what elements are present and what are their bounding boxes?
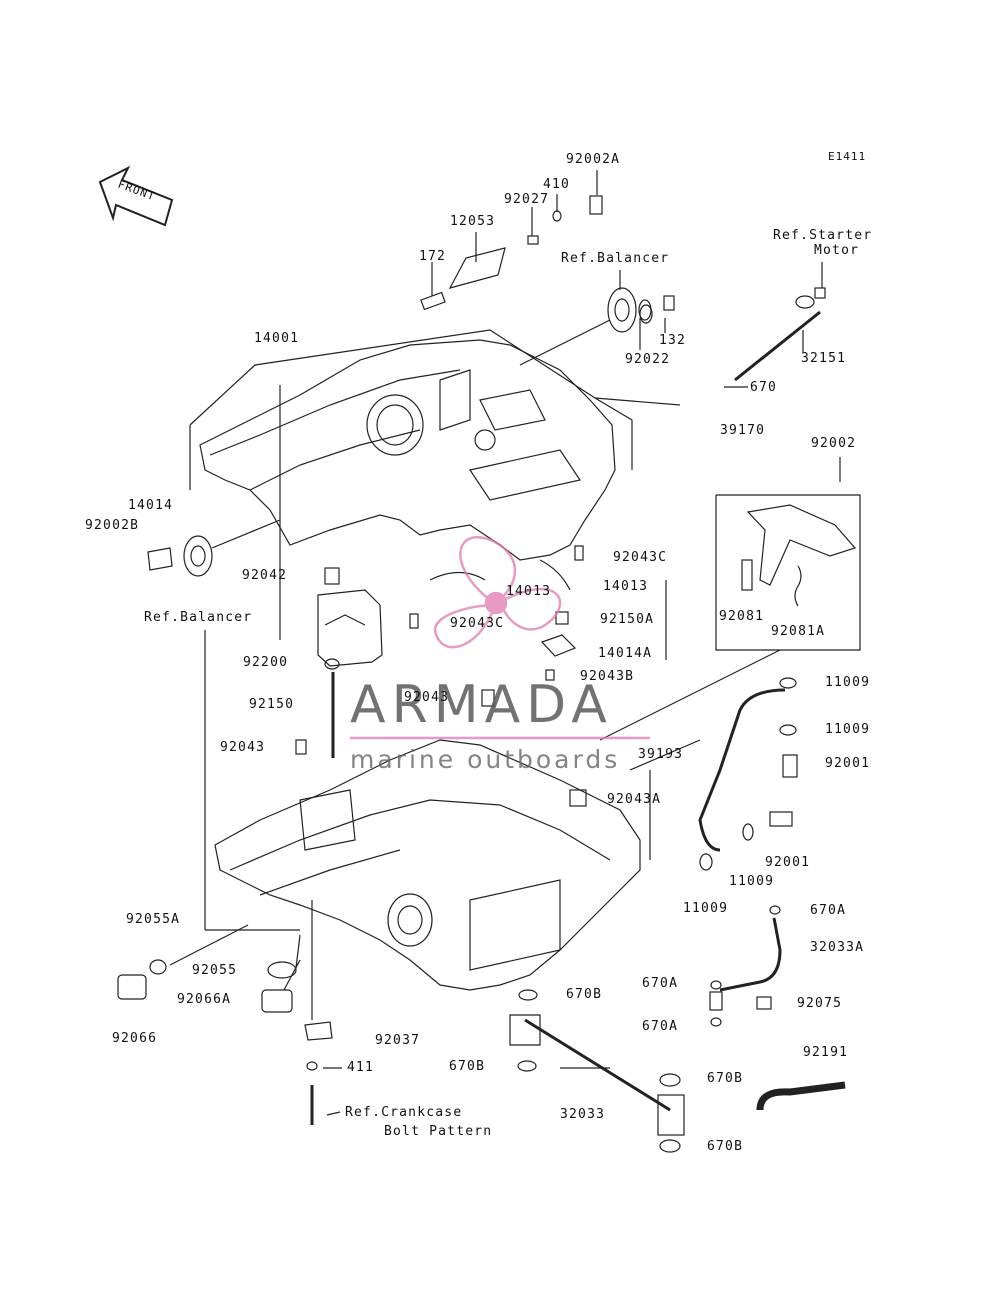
part-label[interactable]: 92200 [243, 655, 289, 670]
part-label[interactable]: 14013 [603, 579, 649, 594]
part-label[interactable]: 92043 [220, 740, 266, 755]
ref-starter-line2: Motor [814, 243, 860, 258]
part-label[interactable]: 92066 [112, 1031, 158, 1046]
part-label[interactable]: 92001 [765, 855, 811, 870]
ref-starter-line1: Ref.Starter [773, 228, 873, 243]
part-label[interactable]: 92043C [613, 550, 668, 565]
part-label[interactable]: 12053 [450, 214, 496, 229]
part-label[interactable]: 670B [566, 987, 603, 1002]
ref-balancer-left: Ref.Balancer [144, 610, 253, 625]
watermark-brand: ARMADA [350, 675, 613, 735]
part-label[interactable]: 92150A [600, 612, 655, 627]
part-label[interactable]: 92150 [249, 697, 295, 712]
part-label[interactable]: 14013 [506, 584, 552, 599]
part-label[interactable]: 410 [543, 177, 571, 192]
part-label[interactable]: 92022 [625, 352, 671, 367]
part-label[interactable]: 39170 [720, 423, 766, 438]
watermark-propeller-icon [350, 536, 650, 740]
part-label[interactable]: 11009 [825, 722, 871, 737]
part-label[interactable]: 14014A [598, 646, 653, 661]
part-label[interactable]: 32033 [560, 1107, 606, 1122]
balancer-gear-shape [519, 287, 652, 366]
ref-bolt-line2: Bolt Pattern [384, 1124, 493, 1139]
part-label[interactable]: 39193 [638, 747, 684, 762]
part-label[interactable]: 92002 [811, 436, 857, 451]
part-label[interactable]: 11009 [683, 901, 729, 916]
left-bearing-shape [147, 519, 281, 577]
part-label[interactable]: 92043A [607, 792, 662, 807]
part-label[interactable]: 92066A [177, 992, 232, 1007]
part-label[interactable]: 670A [642, 976, 679, 991]
upper-crankcase-shape [199, 339, 616, 561]
figure-code: E1411 [828, 150, 867, 163]
part-label[interactable]: 11009 [825, 675, 871, 690]
part-label[interactable]: 14001 [254, 331, 300, 346]
part-label[interactable]: 92191 [803, 1045, 849, 1060]
part-label[interactable]: 32033A [810, 940, 865, 955]
part-label[interactable]: 132 [659, 333, 687, 348]
part-label[interactable]: 14014 [128, 498, 174, 513]
part-label[interactable]: 92043C [450, 616, 505, 631]
front-arrow-icon [98, 165, 174, 227]
part-label[interactable]: 92001 [825, 756, 871, 771]
part-label[interactable]: 670B [707, 1139, 744, 1154]
part-label[interactable]: 92043B [580, 669, 635, 684]
ref-balancer-top: Ref.Balancer [561, 251, 670, 266]
part-label[interactable]: 92081A [771, 624, 826, 639]
part-label[interactable]: 32151 [801, 351, 847, 366]
watermark-tagline: marine outboards [350, 745, 621, 774]
part-label[interactable]: 92002B [85, 518, 140, 533]
part-label[interactable]: 92043 [404, 690, 450, 705]
part-label[interactable]: 92037 [375, 1033, 421, 1048]
part-label[interactable]: 92075 [797, 996, 843, 1011]
part-label[interactable]: 670A [810, 903, 847, 918]
part-label[interactable]: 670A [642, 1019, 679, 1034]
part-label[interactable]: 92055A [126, 912, 181, 927]
part-label[interactable]: 92042 [242, 568, 288, 583]
part-label[interactable]: 172 [419, 249, 447, 264]
lower-crankcase-shape [214, 739, 641, 991]
part-label[interactable]: 92002A [566, 152, 621, 167]
ref-bolt-line1: Ref.Crankcase [345, 1105, 463, 1120]
part-label[interactable]: 92081 [719, 609, 765, 624]
part-label[interactable]: 92027 [504, 192, 550, 207]
part-label[interactable]: 670B [449, 1059, 486, 1074]
part-label[interactable]: 411 [347, 1060, 375, 1075]
part-label[interactable]: 670B [707, 1071, 744, 1086]
part-label[interactable]: 670 [750, 380, 778, 395]
part-label[interactable]: 92055 [192, 963, 238, 978]
part-label[interactable]: 11009 [729, 874, 775, 889]
